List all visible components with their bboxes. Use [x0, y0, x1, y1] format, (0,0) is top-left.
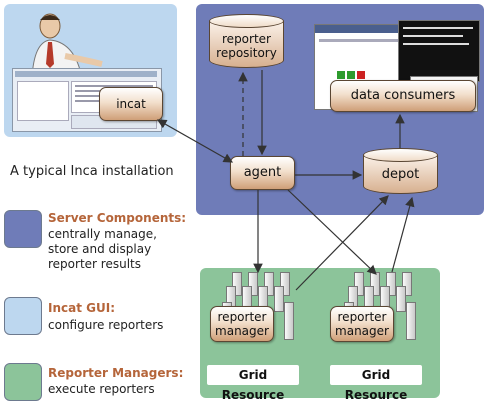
reporter-repository-label: reporter repository [216, 32, 277, 60]
legend-swatch-gui [4, 297, 42, 335]
data-consumers-label: data consumers [350, 88, 456, 103]
grid-resource-2-label: Grid Resource [330, 365, 422, 402]
arrow-agent-manager-2 [287, 189, 377, 275]
grid-resource-1-label: Grid Resource [207, 365, 299, 402]
legend-text-server-line-3: reporter results [48, 257, 141, 271]
arrow-incat-agent [156, 119, 234, 163]
arrow-manager-1-depot [295, 195, 389, 291]
arrow-manager-2-depot [391, 196, 415, 273]
reporter-manager-1-label: reporter manager [215, 310, 269, 338]
legend-text-managers: execute reporters [48, 382, 155, 397]
legend-text-gui: configure reporters [48, 318, 163, 333]
reporter-manager-1-node: reporter manager [210, 306, 274, 342]
legend-text-managers-line-1: execute reporters [48, 382, 155, 396]
data-consumers-node: data consumers [330, 80, 476, 112]
legend-text-server-line-1: centrally manage, [48, 227, 157, 241]
depot-label: depot [381, 167, 420, 182]
legend-title-managers: Reporter Managers: [48, 366, 184, 380]
reporter-repository-cylinder: reporter repository [209, 14, 284, 68]
legend-text-gui-line-1: configure reporters [48, 318, 164, 332]
reporter-manager-2-node: reporter manager [330, 306, 394, 342]
depot-cylinder: depot [363, 148, 438, 194]
legend-title-gui: Incat GUI: [48, 301, 115, 315]
legend-text-server-line-2: store and display [48, 242, 152, 256]
incat-label: incat [116, 97, 146, 111]
legend-swatch-managers [4, 363, 42, 401]
agent-node: agent [230, 156, 295, 190]
legend-title-server: Server Components: [48, 211, 187, 225]
reporter-manager-2-label: reporter manager [335, 310, 389, 338]
legend-swatch-server [4, 210, 42, 248]
legend-text-server: centrally manage, store and display repo… [48, 227, 157, 272]
diagram-caption: A typical Inca installation [10, 164, 174, 179]
incat-node: incat [99, 87, 163, 121]
agent-label: agent [243, 165, 282, 180]
